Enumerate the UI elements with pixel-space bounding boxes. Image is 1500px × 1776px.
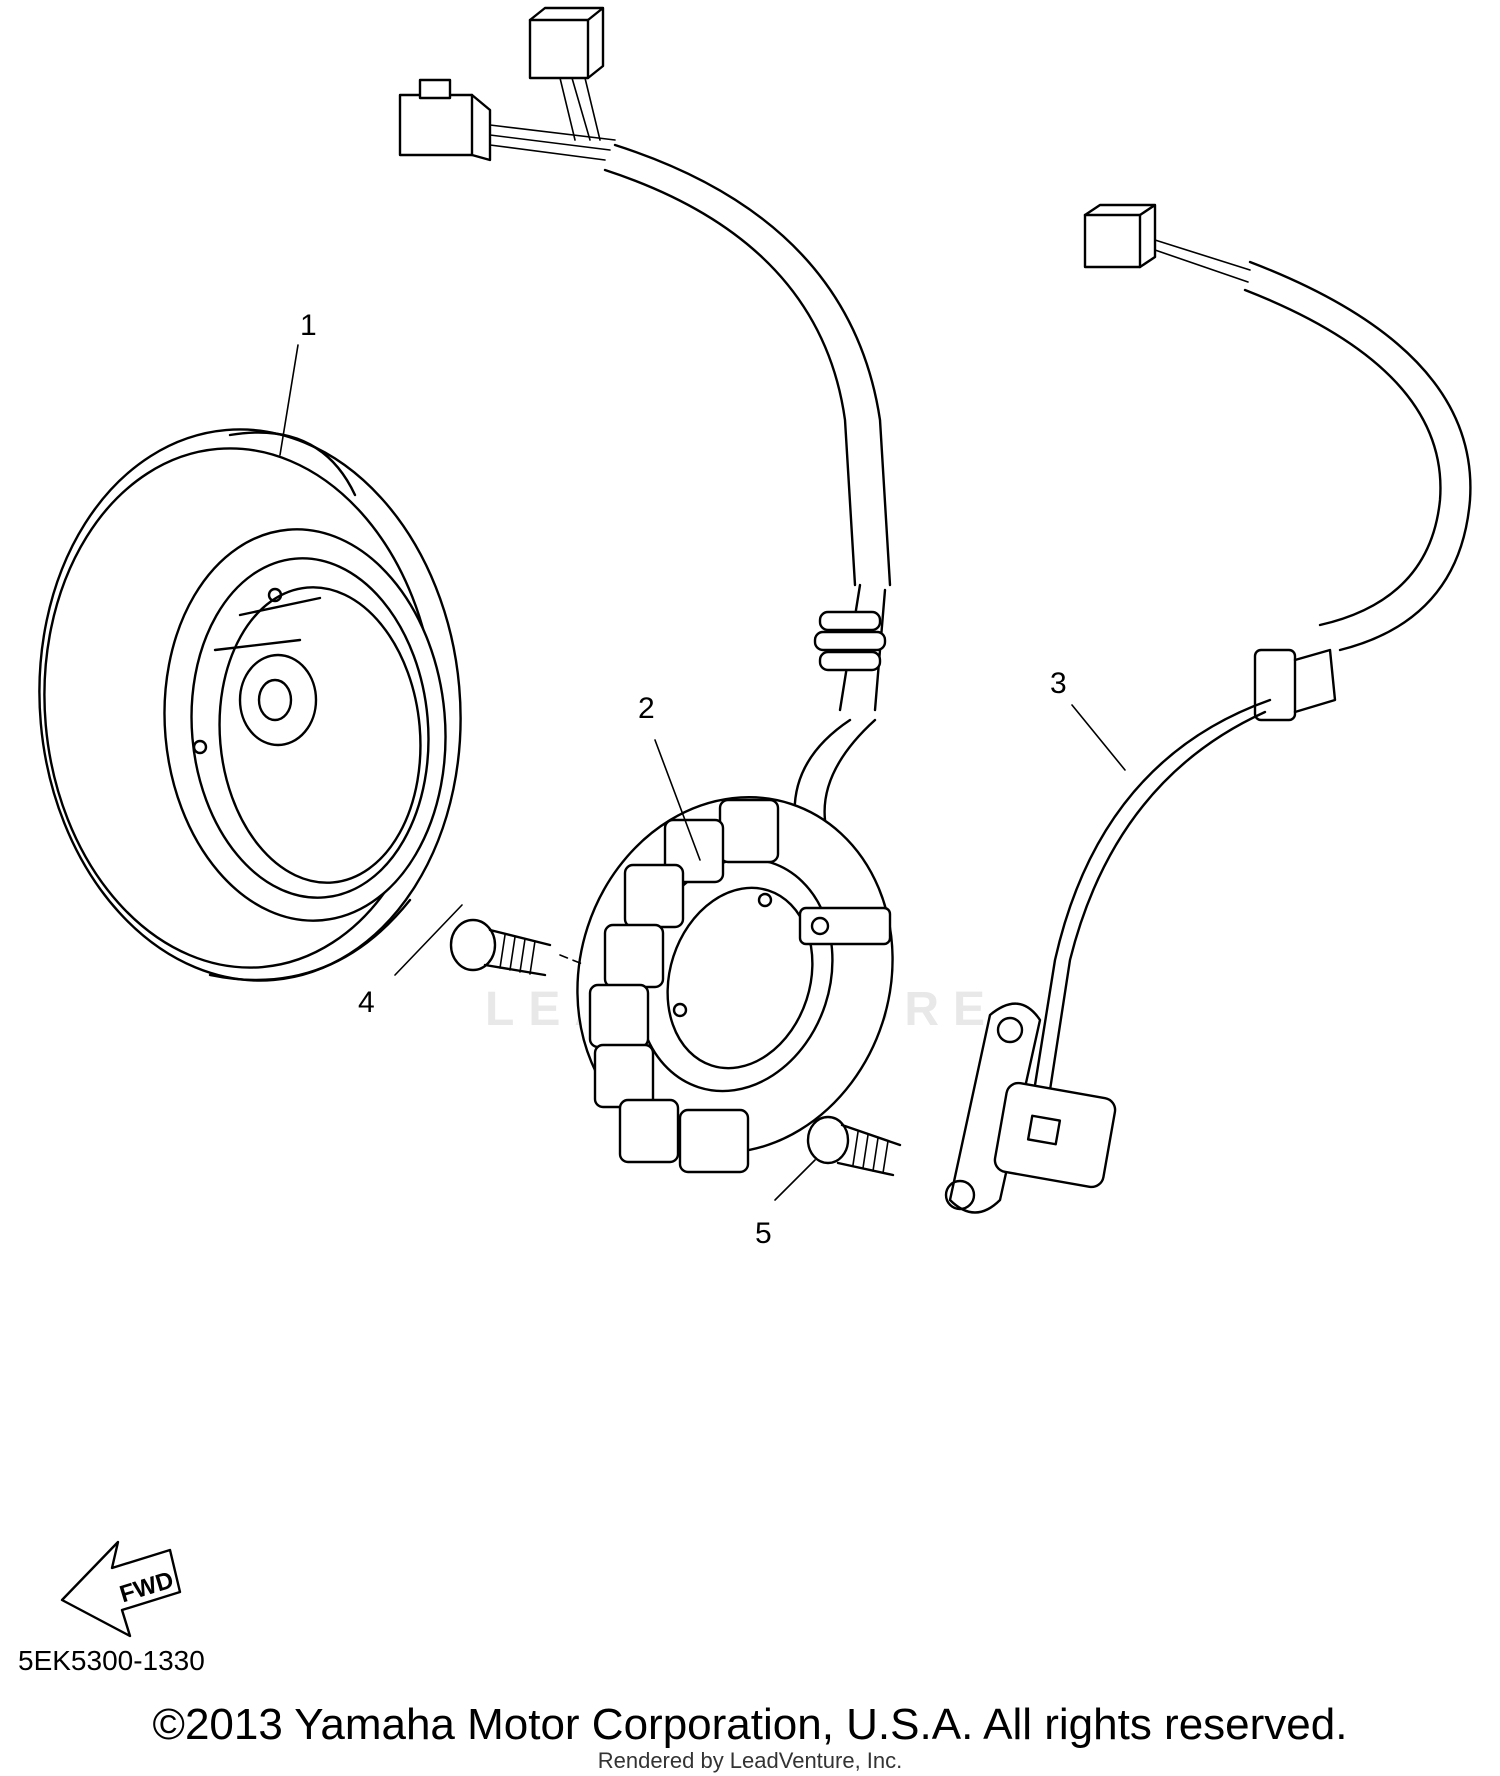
callout-3: 3 <box>1050 667 1067 700</box>
leader-line-2 <box>654 739 701 861</box>
fwd-arrow-icon: FWD <box>60 1540 182 1638</box>
callout-5: 5 <box>755 1217 772 1250</box>
leader-line-1 <box>279 344 299 456</box>
stator-coil-part <box>398 6 894 1174</box>
leader-line-3 <box>1071 704 1126 771</box>
flywheel-rotor-part <box>38 428 462 982</box>
diagram-code: 5EK5300-1330 <box>18 1645 205 1676</box>
callout-1: 1 <box>300 309 317 342</box>
rendered-by-credit: Rendered by LeadVenture, Inc. <box>597 1748 903 1773</box>
bolt-part-5 <box>806 1115 902 1177</box>
leader-line-4 <box>394 904 463 976</box>
pickup-coil-part <box>944 203 1472 1214</box>
leader-line-5 <box>774 1159 816 1201</box>
callout-2: 2 <box>638 692 655 725</box>
callout-4: 4 <box>358 986 375 1019</box>
copyright-notice: ©2013 Yamaha Motor Corporation, U.S.A. A… <box>152 1700 1348 1749</box>
bolt-part-4 <box>449 918 586 977</box>
